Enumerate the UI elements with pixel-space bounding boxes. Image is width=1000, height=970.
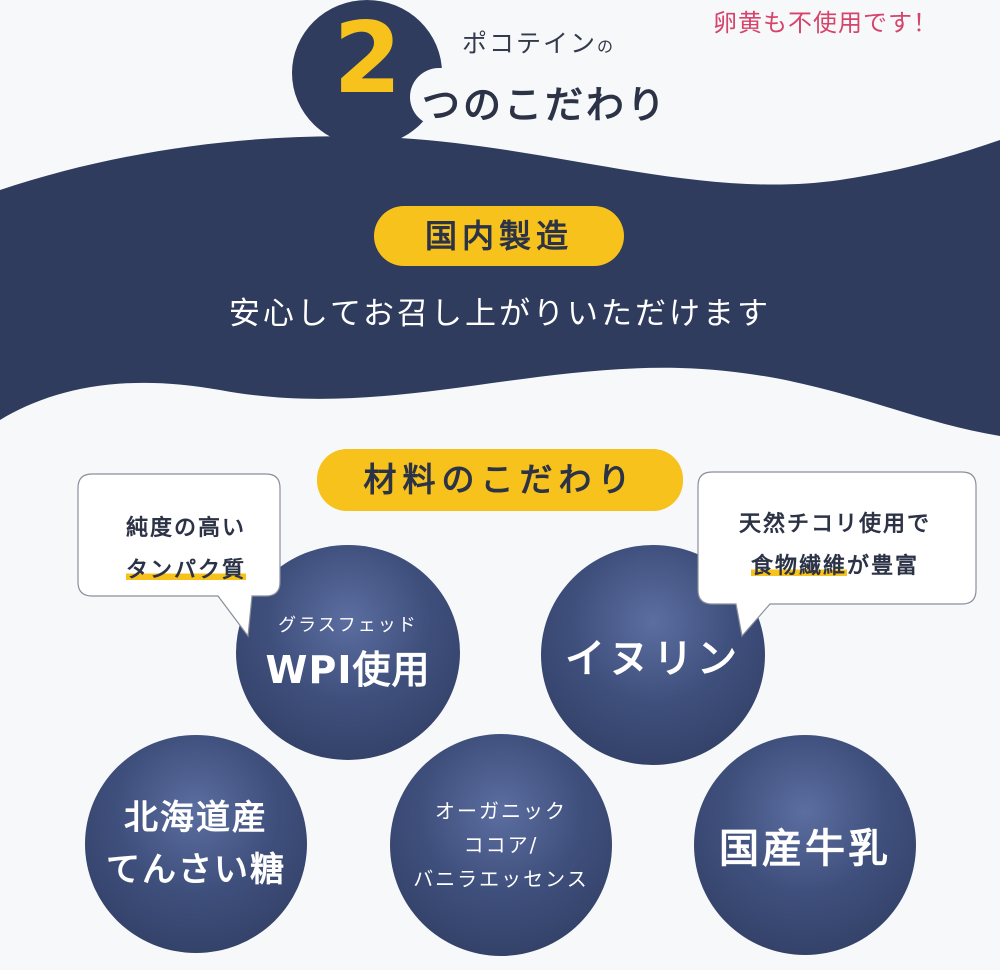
hokkaido-sugar-circle: 北海道産 てんさい糖	[85, 735, 307, 953]
organic-line1: オーガニック	[435, 799, 567, 823]
wpi-main-label: WPI使用	[265, 648, 431, 692]
domestic-manufacturing-subtitle: 安心してお召し上がりいただけます	[228, 296, 772, 332]
organic-line3: バニラエッセンス	[413, 867, 589, 891]
right-bubble-highlight: 食物繊維	[750, 554, 847, 579]
organic-cocoa-circle: オーガニック ココア/ バニラエッセンス	[390, 734, 612, 956]
brand-name: ポコテイン	[462, 29, 598, 58]
header-main-title: つのこだわり	[422, 83, 669, 127]
right-bubble-line2-rest: が豊富	[847, 554, 920, 579]
hokkaido-line1: 北海道産	[124, 798, 268, 838]
organic-line2: ココア/	[463, 833, 539, 857]
wpi-small-label: グラスフェッド	[278, 615, 418, 636]
hokkaido-line2: てんさい糖	[106, 850, 286, 890]
right-bubble-text: 天然チコリ使用で 食物繊維が豊富	[700, 504, 970, 588]
header-title-backdrop	[410, 68, 675, 126]
left-bubble-text: 純度の高い タンパク質	[76, 508, 296, 592]
domestic-milk-circle: 国産牛乳	[694, 735, 916, 955]
brand-particle: の	[597, 37, 616, 56]
inulin-label: イヌリン	[565, 636, 741, 682]
right-bubble-line1: 天然チコリ使用で	[738, 512, 931, 537]
left-speech-bubble	[77, 473, 281, 638]
header-number: 2	[333, 2, 402, 116]
header-number-circle	[292, 0, 442, 146]
egg-yolk-note: 卵黄も不使用です！	[713, 9, 938, 37]
left-bubble-line1: 純度の高い	[125, 516, 246, 541]
header-brand-title: ポコテインの	[462, 24, 615, 60]
ingredients-badge: 材料のこだわり	[317, 449, 683, 511]
milk-label: 国産牛乳	[719, 826, 891, 872]
left-bubble-line2: タンパク質	[125, 558, 246, 583]
domestic-manufacturing-badge: 国内製造	[374, 206, 624, 266]
